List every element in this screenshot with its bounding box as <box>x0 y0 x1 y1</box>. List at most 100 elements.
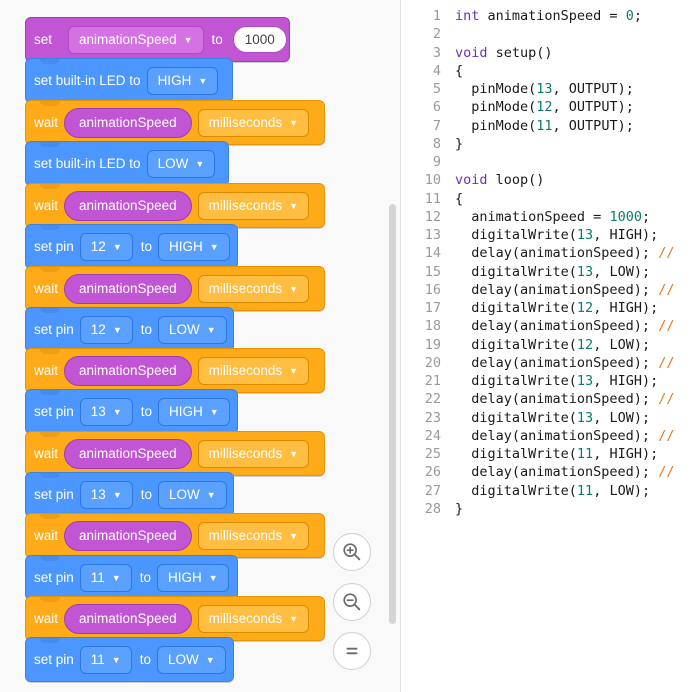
wait-block[interactable]: wait animationSpeed milliseconds ▼ <box>25 513 325 558</box>
code-line[interactable]: digitalWrite(12, LOW); <box>455 336 651 353</box>
unit-label: milliseconds <box>208 198 283 213</box>
code-line[interactable]: delay(animationSpeed); // <box>455 354 675 371</box>
variable-reporter[interactable]: animationSpeed <box>64 603 192 634</box>
pin-state-dropdown[interactable]: LOW ▼ <box>156 645 226 674</box>
code-line[interactable]: digitalWrite(13, LOW); <box>455 409 651 426</box>
variable-dropdown[interactable]: animationSpeed ▼ <box>68 25 204 54</box>
code-line[interactable]: digitalWrite(13, LOW); <box>455 263 651 280</box>
set-led-block[interactable]: set built-in LED to HIGH ▼ <box>25 58 233 103</box>
code-line[interactable]: pinMode(11, OUTPUT); <box>455 117 634 134</box>
code-line[interactable] <box>455 25 674 43</box>
led-state-dropdown[interactable]: HIGH ▼ <box>146 66 219 95</box>
unit-dropdown[interactable]: milliseconds ▼ <box>197 191 310 220</box>
pin-dropdown[interactable]: 13 ▼ <box>79 397 133 426</box>
zoom-reset-button[interactable] <box>333 632 371 670</box>
variable-reporter[interactable]: animationSpeed <box>64 520 192 551</box>
led-state-label: HIGH <box>157 73 192 88</box>
code-line[interactable]: void loop() <box>455 172 545 189</box>
code-line[interactable]: delay(animationSpeed); // <box>455 464 675 481</box>
code-line[interactable]: delay(animationSpeed); // <box>455 245 675 262</box>
value-input[interactable]: 1000 <box>232 26 287 53</box>
chevron-down-icon: ▼ <box>206 489 216 500</box>
wait-block[interactable]: wait animationSpeed milliseconds ▼ <box>25 100 325 145</box>
line-number: 14 <box>424 245 441 262</box>
code-line[interactable]: animationSpeed = 1000; <box>455 208 651 225</box>
pin-state-dropdown[interactable]: HIGH ▼ <box>158 397 230 426</box>
code-line[interactable]: } <box>455 135 464 152</box>
line-number: 9 <box>432 154 441 170</box>
set-led-block[interactable]: set built-in LED to LOW ▼ <box>25 141 229 186</box>
scrollbar-thumb[interactable] <box>389 204 396 624</box>
chevron-down-icon: ▼ <box>206 324 216 335</box>
led-state-dropdown[interactable]: LOW ▼ <box>146 149 216 178</box>
set-variable-block[interactable]: set animationSpeed ▼ to 1000 <box>25 17 290 62</box>
wait-block[interactable]: wait animationSpeed milliseconds ▼ <box>25 348 325 393</box>
code-line[interactable]: digitalWrite(11, LOW); <box>455 482 651 499</box>
pin-dropdown[interactable]: 11 ▼ <box>79 645 132 674</box>
chevron-down-icon: ▼ <box>209 241 219 252</box>
pin-state-dropdown[interactable]: LOW ▼ <box>158 480 227 509</box>
variable-reporter[interactable]: animationSpeed <box>64 190 192 221</box>
unit-dropdown[interactable]: milliseconds ▼ <box>197 604 310 633</box>
wait-block[interactable]: wait animationSpeed milliseconds ▼ <box>25 431 325 476</box>
variable-reporter[interactable]: animationSpeed <box>64 107 192 138</box>
wait-block[interactable]: wait animationSpeed milliseconds ▼ <box>25 596 325 641</box>
equals-icon <box>346 647 358 655</box>
code-line[interactable]: delay(animationSpeed); // <box>455 318 675 335</box>
line-number: 13 <box>424 227 441 243</box>
code-lines[interactable]: int animationSpeed = 0; void setup(){ pi… <box>455 7 674 518</box>
pin-dropdown[interactable]: 12 ▼ <box>79 315 133 344</box>
variable-reporter[interactable]: animationSpeed <box>64 273 192 304</box>
to-label: to <box>140 322 152 337</box>
set-pin-block[interactable]: set pin 11 ▼ to HIGH ▼ <box>25 555 238 600</box>
pin-dropdown[interactable]: 11 ▼ <box>79 563 132 592</box>
unit-dropdown[interactable]: milliseconds ▼ <box>197 521 310 550</box>
code-line[interactable]: digitalWrite(11, HIGH); <box>455 446 659 462</box>
chevron-down-icon: ▼ <box>208 572 218 583</box>
pin-dropdown[interactable]: 13 ▼ <box>79 480 133 509</box>
set-pin-block[interactable]: set pin 12 ▼ to HIGH ▼ <box>25 224 238 269</box>
set-pin-block[interactable]: set pin 11 ▼ to LOW ▼ <box>25 637 234 682</box>
chevron-down-icon: ▼ <box>183 34 193 45</box>
pin-state-dropdown[interactable]: HIGH ▼ <box>156 563 229 592</box>
wait-block[interactable]: wait animationSpeed milliseconds ▼ <box>25 266 325 311</box>
code-line[interactable]: digitalWrite(12, HIGH); <box>455 300 659 316</box>
code-line[interactable]: { <box>455 190 464 207</box>
variable-reporter[interactable]: animationSpeed <box>64 438 192 469</box>
pin-state-label: HIGH <box>169 239 203 254</box>
unit-dropdown[interactable]: milliseconds ▼ <box>197 274 310 303</box>
code-line[interactable]: { <box>455 62 464 79</box>
unit-dropdown[interactable]: milliseconds ▼ <box>197 356 310 385</box>
unit-label: milliseconds <box>208 611 283 626</box>
blocks-workspace[interactable]: set animationSpeed ▼ to 1000 set built-i… <box>0 0 400 692</box>
to-label: to <box>139 570 151 585</box>
set-pin-label: set pin <box>34 652 74 667</box>
pin-state-dropdown[interactable]: HIGH ▼ <box>158 232 230 261</box>
code-line[interactable]: } <box>455 500 464 517</box>
set-pin-block[interactable]: set pin 12 ▼ to LOW ▼ <box>25 307 234 352</box>
zoom-out-button[interactable] <box>333 583 371 621</box>
unit-dropdown[interactable]: milliseconds ▼ <box>197 108 310 137</box>
set-pin-block[interactable]: set pin 13 ▼ to HIGH ▼ <box>25 389 238 434</box>
pin-number: 11 <box>90 652 105 667</box>
variable-reporter[interactable]: animationSpeed <box>64 355 192 386</box>
code-line[interactable]: digitalWrite(13, HIGH); <box>455 227 659 243</box>
code-line[interactable] <box>455 153 674 171</box>
code-line[interactable]: pinMode(12, OUTPUT); <box>455 99 634 116</box>
code-line[interactable]: void setup() <box>455 44 553 61</box>
set-pin-block[interactable]: set pin 13 ▼ to LOW ▼ <box>25 472 234 517</box>
pane-divider[interactable] <box>400 0 401 692</box>
code-line[interactable]: digitalWrite(13, HIGH); <box>455 373 659 389</box>
chevron-down-icon: ▼ <box>112 324 122 335</box>
code-line[interactable]: delay(animationSpeed); // <box>455 281 675 298</box>
code-line[interactable]: int animationSpeed = 0; <box>455 8 642 24</box>
pin-dropdown[interactable]: 12 ▼ <box>79 232 133 261</box>
wait-block[interactable]: wait animationSpeed milliseconds ▼ <box>25 183 325 228</box>
code-line[interactable]: pinMode(13, OUTPUT); <box>455 81 634 97</box>
code-line[interactable]: delay(animationSpeed); // <box>455 427 675 444</box>
code-line[interactable]: delay(animationSpeed); // <box>455 391 675 408</box>
unit-dropdown[interactable]: milliseconds ▼ <box>197 439 310 468</box>
pin-state-dropdown[interactable]: LOW ▼ <box>158 315 227 344</box>
zoom-in-button[interactable] <box>333 533 371 571</box>
